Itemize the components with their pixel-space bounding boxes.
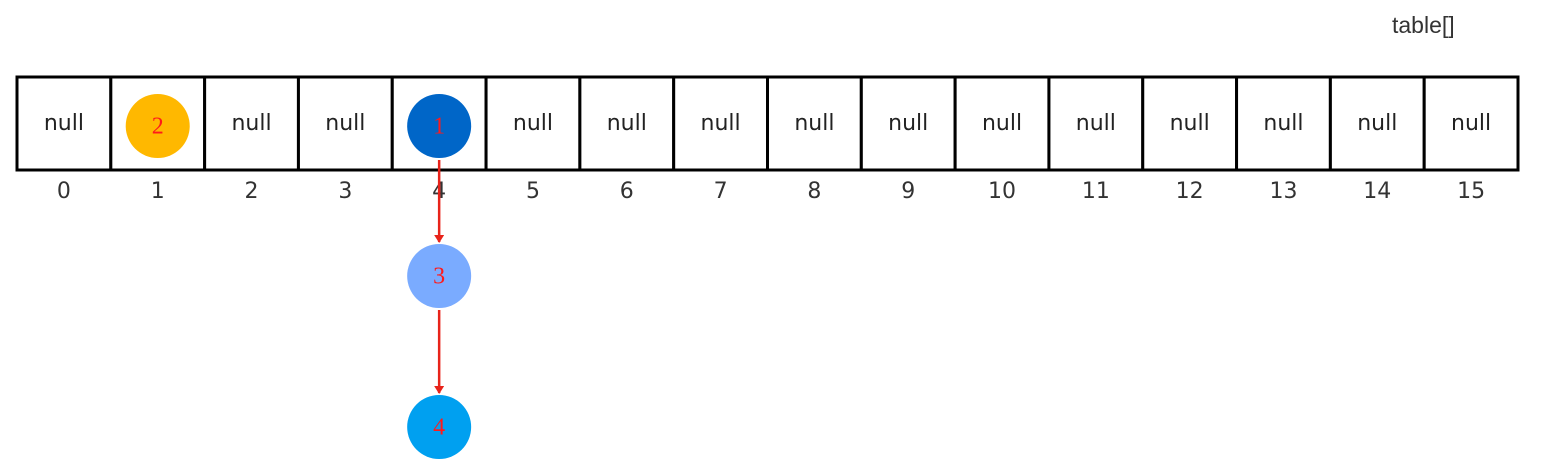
cell-value: null bbox=[1263, 111, 1303, 136]
table-cell: null bbox=[859, 75, 957, 172]
chain-node: 3 bbox=[407, 244, 472, 308]
node-label: 1 bbox=[433, 114, 445, 140]
slot-index: 9 bbox=[901, 179, 915, 204]
chain-node: 4 bbox=[407, 395, 472, 459]
cell-value: null bbox=[1451, 111, 1491, 136]
table-cell: null bbox=[1328, 75, 1426, 172]
slot-index: 14 bbox=[1363, 179, 1391, 204]
slot-index: 13 bbox=[1269, 179, 1297, 204]
slot-index: 0 bbox=[57, 179, 71, 204]
table-cell: null bbox=[766, 75, 863, 172]
slot-index: 3 bbox=[338, 179, 352, 204]
slot-index: 10 bbox=[988, 179, 1016, 204]
node-circle bbox=[407, 244, 472, 308]
cell-box bbox=[15, 75, 113, 172]
table-cell: null bbox=[15, 75, 113, 172]
table-title: table[] bbox=[1392, 12, 1455, 38]
slot-index: 6 bbox=[620, 179, 634, 204]
slot-index: 11 bbox=[1082, 179, 1110, 204]
cell-value: null bbox=[1076, 111, 1116, 136]
cell-value: null bbox=[325, 111, 365, 136]
cell-box bbox=[296, 75, 394, 172]
table-cell: null bbox=[1141, 75, 1239, 172]
table-cell: null bbox=[672, 75, 769, 172]
cell-box bbox=[1235, 75, 1332, 172]
slot-index: 15 bbox=[1457, 179, 1485, 204]
cell-value: null bbox=[982, 111, 1022, 136]
table-indices: 0123456789101112131415 bbox=[57, 179, 1485, 204]
slot-index: 1 bbox=[151, 179, 165, 204]
cell-box bbox=[484, 75, 582, 172]
table-cell: null bbox=[578, 75, 676, 172]
cell-value: null bbox=[888, 111, 928, 136]
table-cell: null bbox=[296, 75, 394, 172]
cell-value: null bbox=[231, 111, 271, 136]
cell-box bbox=[859, 75, 957, 172]
table-cell: null bbox=[203, 75, 300, 172]
slot-index: 12 bbox=[1176, 179, 1204, 204]
slot-index: 2 bbox=[245, 179, 259, 204]
cell-box bbox=[1141, 75, 1239, 172]
chain-node: 2 bbox=[125, 94, 190, 158]
cell-value: null bbox=[44, 111, 84, 136]
cell-box bbox=[672, 75, 769, 172]
cell-box bbox=[1422, 75, 1520, 172]
cell-box bbox=[953, 75, 1051, 172]
table-cell: null bbox=[484, 75, 582, 172]
cell-value: null bbox=[794, 111, 834, 136]
node-label: 2 bbox=[152, 114, 164, 140]
cell-box bbox=[1328, 75, 1426, 172]
table-cell: null bbox=[1422, 75, 1520, 172]
chain-nodes: 2 1 3 4 bbox=[125, 94, 472, 459]
table-cells: null null null null null null null null null null… bbox=[15, 75, 1520, 172]
node-label: 4 bbox=[433, 415, 445, 441]
cell-box bbox=[1047, 75, 1145, 172]
cell-value: null bbox=[701, 111, 741, 136]
table-cell: null bbox=[953, 75, 1051, 172]
table-cell: null bbox=[1235, 75, 1332, 172]
cell-box bbox=[766, 75, 863, 172]
slot-index: 8 bbox=[807, 179, 821, 204]
cell-value: null bbox=[1357, 111, 1397, 136]
cell-value: null bbox=[513, 111, 553, 136]
cell-value: null bbox=[607, 111, 647, 136]
cell-box bbox=[203, 75, 300, 172]
table-cell: null bbox=[1047, 75, 1145, 172]
node-label: 3 bbox=[433, 264, 445, 290]
slot-index: 7 bbox=[714, 179, 728, 204]
node-circle bbox=[125, 94, 190, 158]
cell-value: null bbox=[1170, 111, 1210, 136]
slot-index: 5 bbox=[526, 179, 540, 204]
node-circle bbox=[407, 395, 472, 459]
chain-node: 1 bbox=[407, 94, 472, 158]
node-circle bbox=[407, 94, 472, 158]
